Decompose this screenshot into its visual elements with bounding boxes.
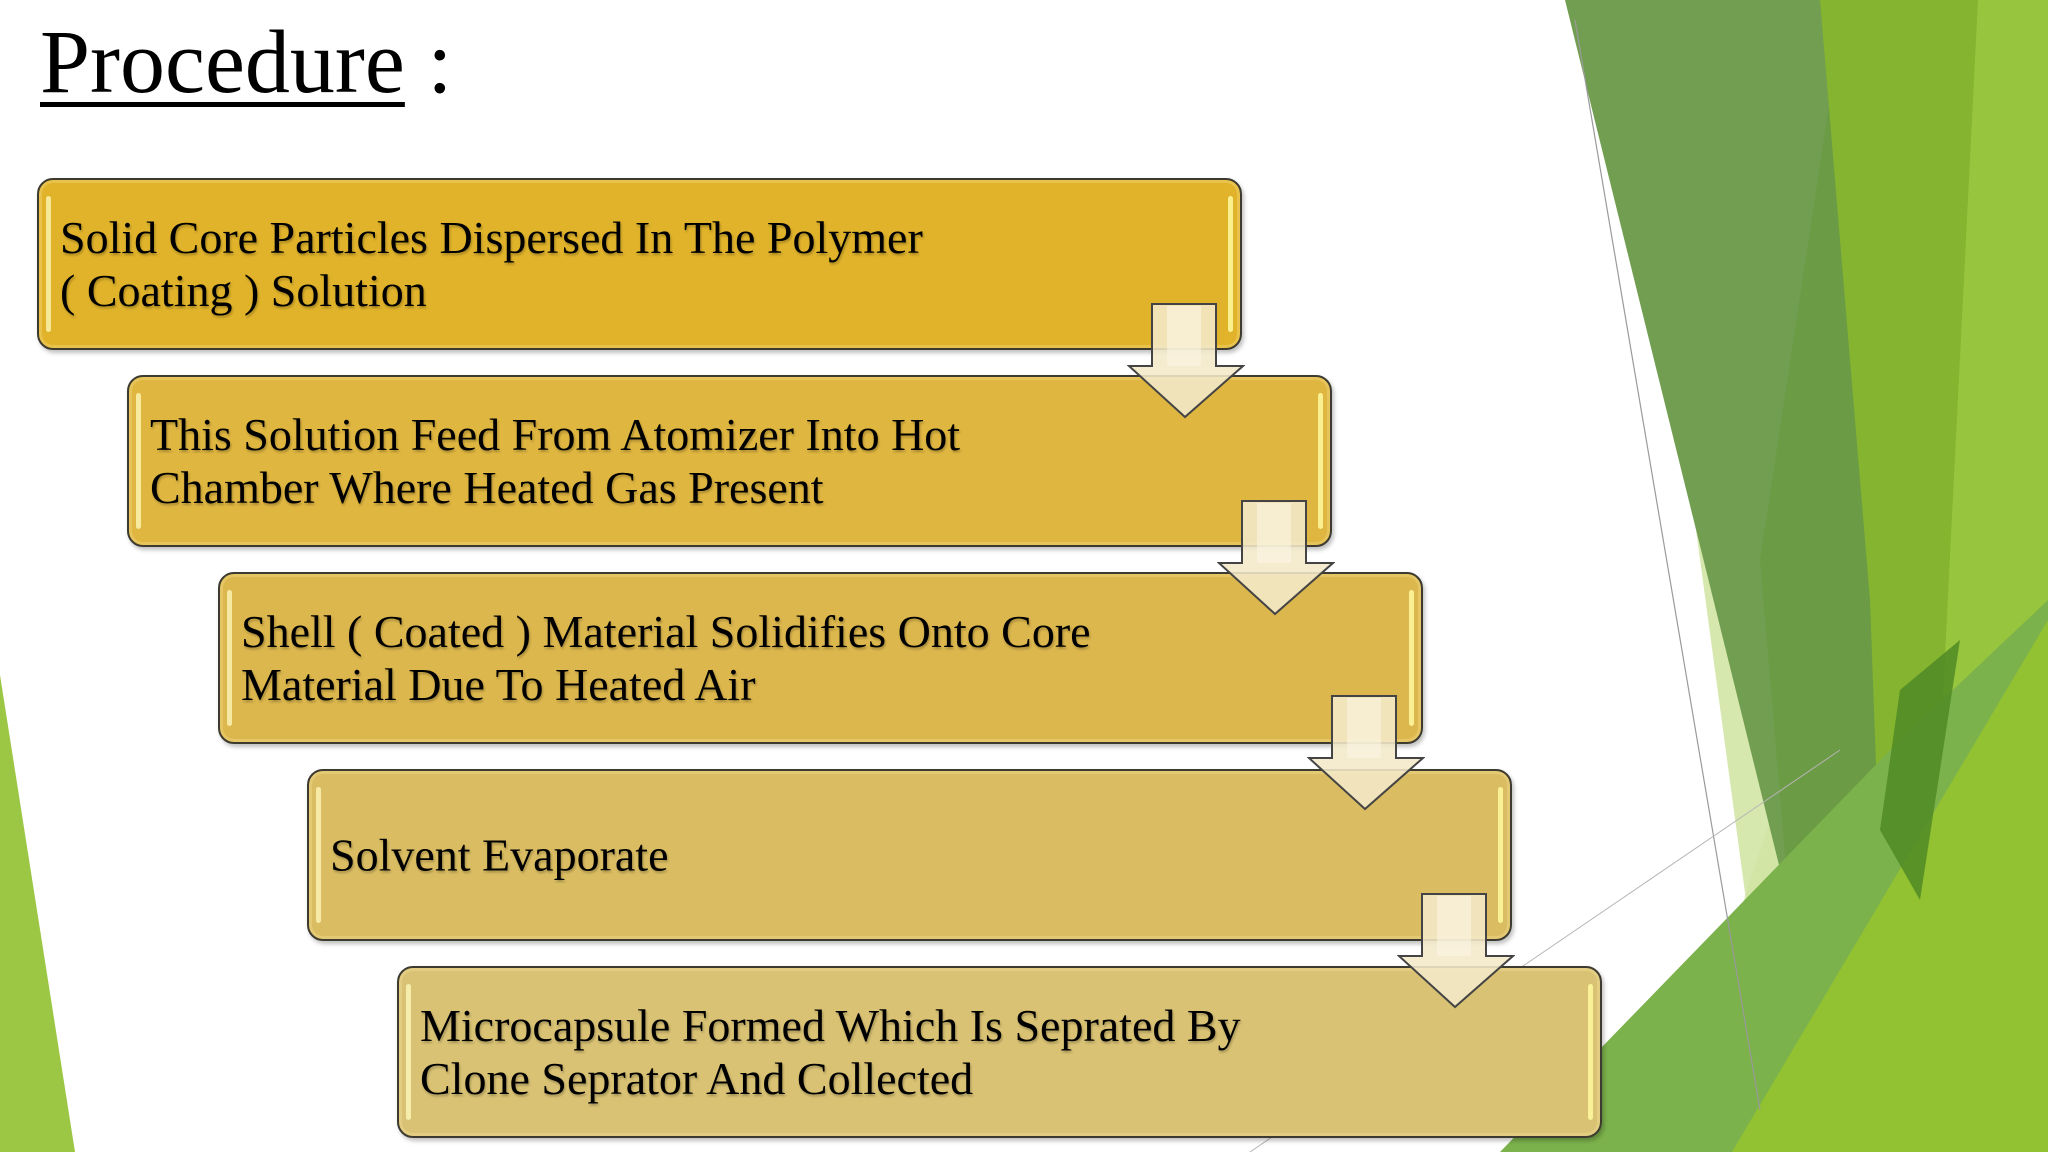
step-5-line-2: Clone Seprator And Collected [420,1053,974,1104]
flow-step-1: Solid Core Particles Dispersed In The Po… [37,178,1242,350]
down-arrow-icon [1127,303,1245,419]
down-arrow-icon [1397,893,1515,1009]
left-green-wedge [0,675,75,1152]
step-1-line-1: Solid Core Particles Dispersed In The Po… [60,212,923,263]
down-arrow-icon [1307,695,1425,811]
title-colon: : [404,13,453,112]
step-5-text: Microcapsule Formed Which Is Seprated By… [420,999,1570,1105]
decor-line-1 [1574,19,1761,1111]
flow-step-5: Microcapsule Formed Which Is Seprated By… [397,966,1602,1138]
step-1-text: Solid Core Particles Dispersed In The Po… [60,211,1210,317]
step-3-text: Shell ( Coated ) Material Solidifies Ont… [241,605,1391,711]
step-2-line-1: This Solution Feed From Atomizer Into Ho… [150,409,961,460]
flow-step-3: Shell ( Coated ) Material Solidifies Ont… [218,572,1423,744]
flow-step-2: This Solution Feed From Atomizer Into Ho… [127,375,1332,547]
step-1-line-2: ( Coating ) Solution [60,265,427,316]
step-3-line-2: Material Due To Heated Air [241,659,756,710]
step-5-line-1: Microcapsule Formed Which Is Seprated By [420,1000,1241,1051]
slide-title: Procedure : [40,18,452,108]
flow-step-4: Solvent Evaporate [307,769,1512,941]
title-text: Procedure [40,13,405,112]
step-3-line-1: Shell ( Coated ) Material Solidifies Ont… [241,606,1091,657]
down-arrow-icon [1217,500,1335,616]
step-4-text: Solvent Evaporate [330,829,1480,882]
bottom-green-band-light [1732,620,2048,1152]
step-2-line-2: Chamber Where Heated Gas Present [150,462,824,513]
right-shape-accent-dark [1880,640,1960,900]
step-4-line-1: Solvent Evaporate [330,829,669,881]
step-2-text: This Solution Feed From Atomizer Into Ho… [150,408,1300,514]
